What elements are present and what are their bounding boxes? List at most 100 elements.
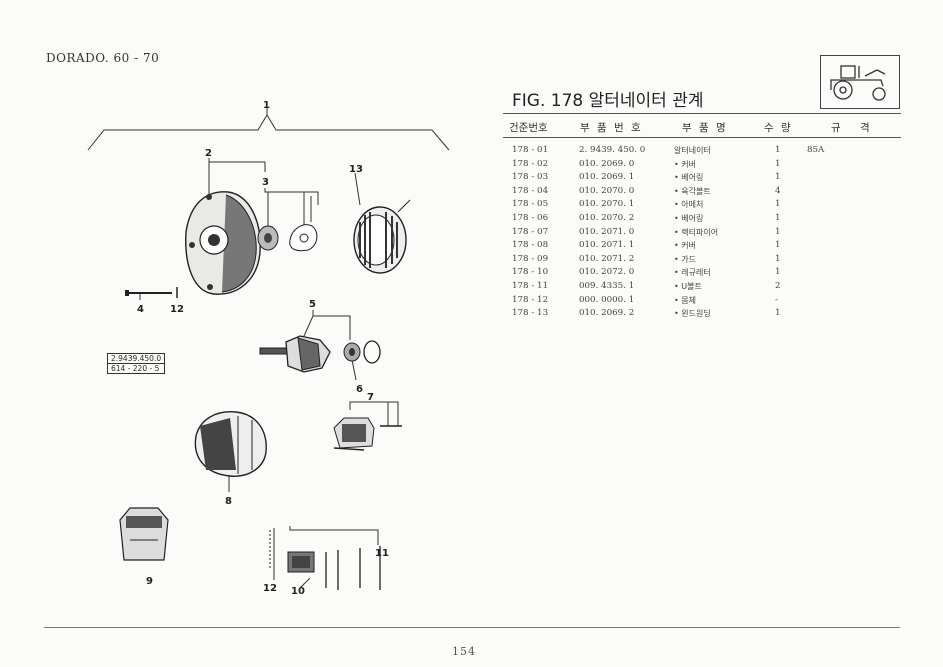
row-name: • 육각볼트 xyxy=(674,186,711,196)
row-name: • 몸체 xyxy=(674,295,696,305)
row-part-no: 010. 2071. 2 xyxy=(579,253,635,264)
guard-part xyxy=(119,507,169,561)
bearing-part xyxy=(257,225,279,251)
table-row: 178 - 08 010. 2071. 1 • 커버 1 xyxy=(503,240,901,254)
callout-label: 7 xyxy=(367,392,374,403)
housing-cover-part xyxy=(185,191,261,295)
callout-label: 4 xyxy=(137,304,144,315)
row-ref: 178 - 01 xyxy=(512,145,549,155)
table-row: 178 - 01 2. 9439. 450. 0 알터네이터 1 85A xyxy=(503,145,901,159)
assembly-bracket xyxy=(87,114,450,151)
column-header-spec: 규 격 xyxy=(831,122,878,134)
row-qty: 1 xyxy=(775,267,781,278)
tractor-logo xyxy=(820,55,900,109)
table-row: 178 - 02 010. 2069. 0 • 커버 1 xyxy=(503,159,901,173)
table-row: 178 - 13 010. 2069. 2 • 윈드원딩 1 xyxy=(503,308,901,322)
column-header-name: 부 품 명 xyxy=(682,122,728,134)
row-part-no: 2. 9439. 450. 0 xyxy=(579,145,646,155)
row-name: • 커버 xyxy=(674,159,696,169)
row-name: • 아메처 xyxy=(674,200,704,210)
row-qty: 1 xyxy=(775,199,781,210)
armature-rotor-part xyxy=(259,335,381,373)
row-qty: 1 xyxy=(775,158,781,169)
table-header-rule xyxy=(503,137,901,138)
row-name: • 베어링 xyxy=(674,214,704,223)
row-ref: 178 - 08 xyxy=(512,240,549,251)
row-part-no: 010. 2069. 0 xyxy=(579,158,635,169)
row-ref: 178 - 02 xyxy=(512,158,549,169)
rear-housing-part xyxy=(194,411,267,477)
row-ref: 178 - 04 xyxy=(512,185,549,196)
row-part-no: 010. 2070. 2 xyxy=(579,213,635,223)
row-qty: 1 xyxy=(775,226,781,237)
row-qty: 1 xyxy=(775,253,781,264)
column-header-ref: 건준번호 xyxy=(509,122,548,134)
row-part-no: 010. 2070. 0 xyxy=(579,185,635,196)
column-header-qty: 수 량 xyxy=(764,122,793,134)
callout-label: 10 xyxy=(291,586,305,597)
row-name: • 레규레터 xyxy=(674,268,711,278)
row-name: • 베어링 xyxy=(674,173,704,183)
row-spec: 85A xyxy=(807,145,825,155)
row-part-no: 010. 2069. 2 xyxy=(579,308,635,319)
row-ref: 178 - 03 xyxy=(512,172,549,183)
callout-label: 1 xyxy=(263,100,270,111)
row-qty: 1 xyxy=(775,172,781,183)
footer-rule xyxy=(44,627,900,628)
table-row: 178 - 10 010. 2072. 0 • 레규레터 1 xyxy=(503,267,901,281)
row-ref: 178 - 13 xyxy=(512,308,549,319)
tractor-icon xyxy=(830,65,886,101)
callout-label: 8 xyxy=(225,496,232,507)
callout-label: 6 xyxy=(356,384,363,395)
callout-label: 12 xyxy=(263,583,277,594)
stamp-line: 2.9439.450.0 xyxy=(111,354,162,363)
callout-label: 13 xyxy=(349,164,363,175)
stator-winding-part xyxy=(353,199,411,274)
row-name: • 렉티파이어 xyxy=(674,227,719,237)
row-qty: 2 xyxy=(775,281,781,291)
callout-label: 11 xyxy=(375,548,389,559)
table-row: 178 - 04 010. 2070. 0 • 육각볼트 4 xyxy=(503,186,901,200)
row-name: • 윈드원딩 xyxy=(674,309,711,319)
model-header: DORADO. 60 - 70 xyxy=(46,51,160,65)
row-qty: 4 xyxy=(775,185,781,196)
callout-label: 2 xyxy=(205,148,212,159)
assembly-number-stamp: 2.9439.450.0 614 - 220 - 5 xyxy=(107,353,166,374)
column-header-part-no: 부 품 번 호 xyxy=(580,122,643,134)
table-row: 178 - 06 010. 2070. 2 • 베어링 1 xyxy=(503,213,901,227)
row-ref: 178 - 10 xyxy=(512,267,549,278)
stamp-line: 614 - 220 - 5 xyxy=(108,363,165,373)
row-name: • 가드 xyxy=(674,254,696,264)
rectifier-part xyxy=(333,417,402,451)
row-ref: 178 - 06 xyxy=(512,213,549,223)
exploded-parts-diagram: 1 2 3 13 4 12 5 6 7 8 9 11 12 10 xyxy=(87,100,450,597)
row-name: 알터네이터 xyxy=(674,146,711,155)
table-row: 178 - 03 010. 2069. 1 • 베어링 1 xyxy=(503,172,901,186)
table-row: 178 - 09 010. 2071. 2 • 가드 1 xyxy=(503,254,901,268)
row-part-no: 010. 2071. 0 xyxy=(579,226,635,237)
row-ref: 178 - 07 xyxy=(512,226,549,237)
row-part-no: 010. 2072. 0 xyxy=(579,267,635,278)
row-ref: 178 - 12 xyxy=(512,294,549,305)
row-qty: 1 xyxy=(775,308,781,319)
row-ref: 178 - 09 xyxy=(512,253,549,264)
row-qty: 1 xyxy=(775,240,781,251)
row-ref: 178 - 11 xyxy=(512,281,549,291)
callout-label: 12 xyxy=(170,304,184,315)
table-row: 178 - 05 010. 2070. 1 • 아메처 1 xyxy=(503,199,901,213)
callout-label: 3 xyxy=(262,177,269,188)
row-part-no: 009. 4335. 1 xyxy=(579,281,635,291)
row-part-no: 010. 2069. 1 xyxy=(579,172,635,183)
table-row: 178 - 11 009. 4335. 1 • U볼트 2 xyxy=(503,281,901,295)
row-name: • U볼트 xyxy=(674,282,702,291)
row-qty: 1 xyxy=(775,145,781,155)
row-qty: 1 xyxy=(775,213,781,223)
table-row: 178 - 12 000. 0000. 1 • 몸체 - xyxy=(503,295,901,309)
figure-title: FIG. 178 알터네이터 관계 xyxy=(512,91,704,111)
row-name: • 커버 xyxy=(674,241,696,251)
row-part-no: 010. 2071. 1 xyxy=(579,240,635,251)
table-top-rule xyxy=(503,113,901,114)
row-part-no: 010. 2070. 1 xyxy=(579,199,635,210)
row-qty: - xyxy=(775,294,778,305)
retainer-plate-part xyxy=(289,224,318,252)
